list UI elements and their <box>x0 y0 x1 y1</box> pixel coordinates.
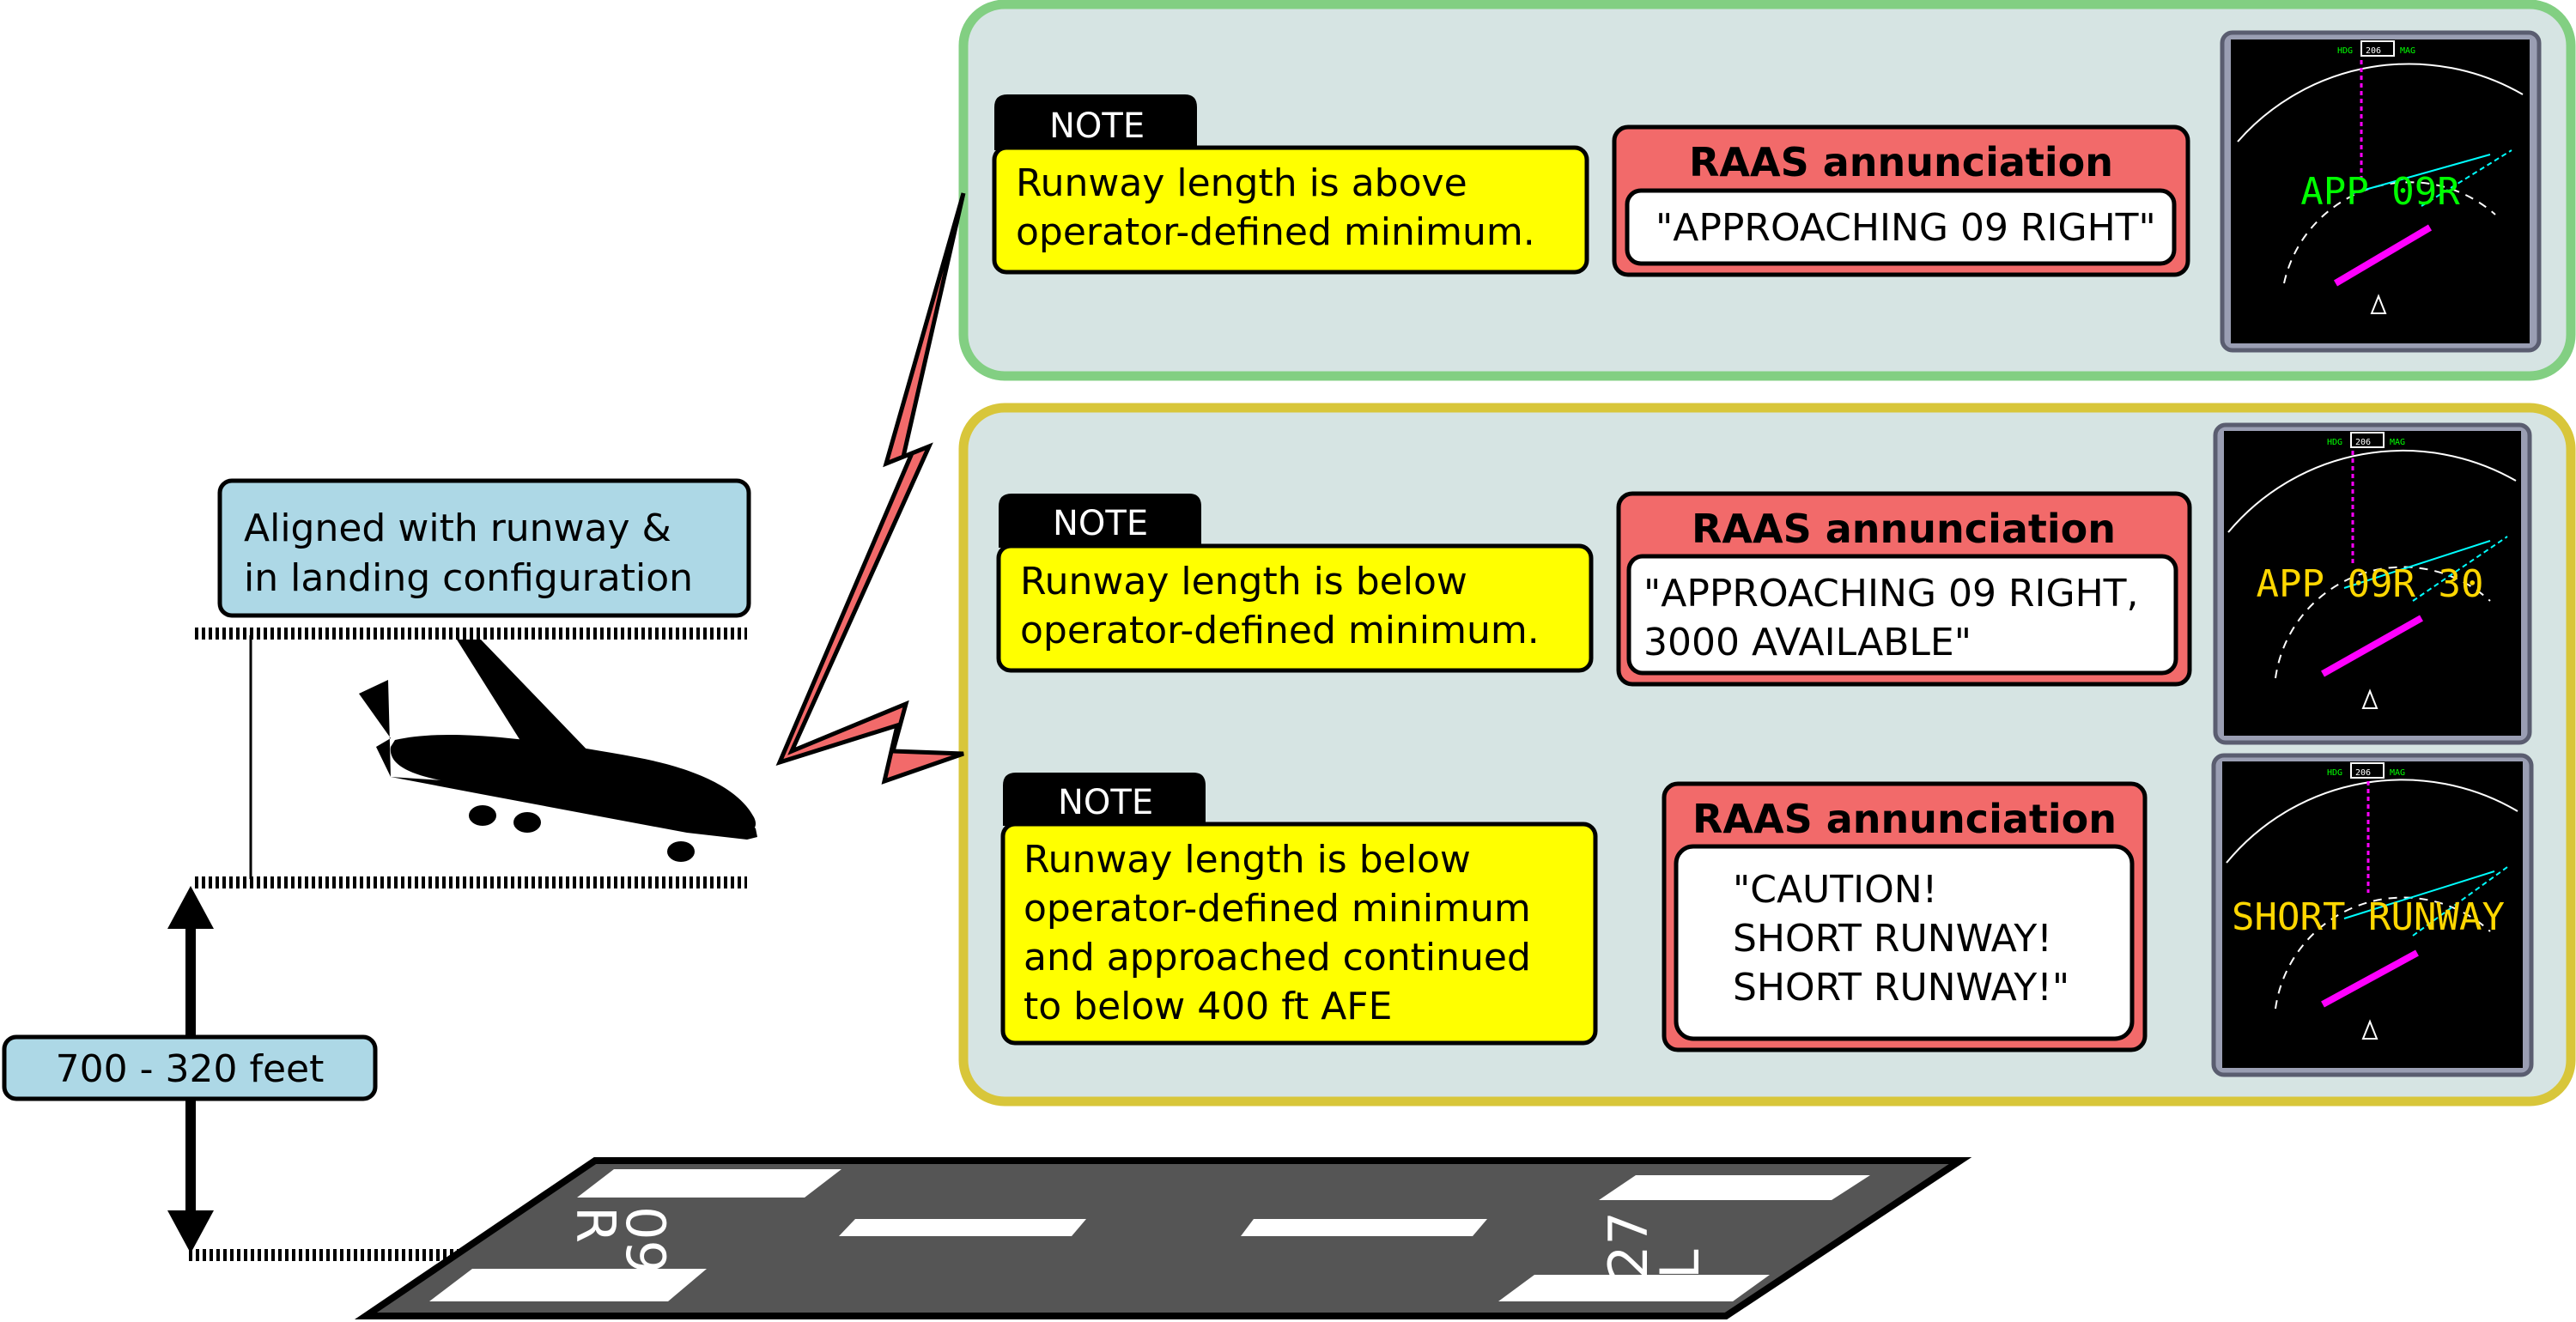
note-1-line-2: operator-defined minimum. <box>1016 210 1535 254</box>
raas-1-line-1: "APPROACHING 09 RIGHT" <box>1656 206 2156 250</box>
note-3-line-3: and approached continued <box>1024 936 1531 979</box>
note-1-tag: NOTE <box>1049 106 1145 146</box>
nd-2-hdg-label: HDG <box>2327 438 2342 447</box>
runway-number-right: 27 <box>1597 1211 1660 1279</box>
runway-letter-right: L <box>1649 1249 1711 1279</box>
nav-display-2: 206 HDG MAG APP 09R 30 <box>2213 422 2532 745</box>
aligned-label-line-1: Aligned with runway & <box>244 506 671 550</box>
nd-3-message: SHORT RUNWAY <box>2232 895 2505 939</box>
altitude-label-box: 700 - 320 feet <box>2 1034 378 1101</box>
runway-letter-left: R <box>564 1206 627 1243</box>
nd-1-message: APP 09R <box>2300 170 2460 214</box>
raas-3-line-1: "CAUTION! <box>1733 868 1937 912</box>
aligned-label-line-2: in landing configuration <box>244 556 693 600</box>
nd-1-heading: 206 <box>2366 46 2381 56</box>
nd-1-mag-label: MAG <box>2400 46 2415 56</box>
note-3-tag: NOTE <box>1058 783 1153 822</box>
note-3-line-4: to below 400 ft AFE <box>1024 985 1392 1028</box>
runway-number-left: 09 <box>614 1206 677 1274</box>
raas-annunciation-1: RAAS annunciation "APPROACHING 09 RIGHT" <box>1612 124 2190 277</box>
note-3-line-1: Runway length is below <box>1024 838 1471 882</box>
nd-3-mag-label: MAG <box>2390 768 2405 778</box>
nd-3-hdg-label: HDG <box>2327 768 2342 778</box>
raas-2-line-1: "APPROACHING 09 RIGHT, <box>1643 572 2139 616</box>
note-2-tag: NOTE <box>1053 504 1148 543</box>
note-2: NOTE Runway length is below operator-def… <box>996 494 1594 673</box>
raas-annunciation-3: RAAS annunciation "CAUTION! SHORT RUNWAY… <box>1662 781 2148 1052</box>
raas-2-title: RAAS annunciation <box>1692 506 2116 552</box>
aligned-label-box: Aligned with runway & in landing configu… <box>217 478 751 618</box>
raas-3-line-3: SHORT RUNWAY!" <box>1733 966 2069 1010</box>
raas-annunciation-2: RAAS annunciation "APPROACHING 09 RIGHT,… <box>1616 491 2192 687</box>
nd-2-heading: 206 <box>2355 438 2371 447</box>
nd-1-hdg-label: HDG <box>2337 46 2353 56</box>
raas-3-title: RAAS annunciation <box>1692 796 2117 842</box>
note-3: NOTE Runway length is below operator-def… <box>1000 773 1598 1046</box>
note-2-line-2: operator-defined minimum. <box>1020 609 1540 652</box>
note-3-line-2: operator-defined minimum <box>1024 887 1531 931</box>
nav-display-1: 206 HDG MAG APP 09R <box>2220 30 2542 353</box>
nd-2-message: APP 09R 30 <box>2257 562 2484 606</box>
note-1: NOTE Runway length is above operator-def… <box>992 94 1589 275</box>
nd-2-mag-label: MAG <box>2390 438 2405 447</box>
raas-1-title: RAAS annunciation <box>1689 139 2113 185</box>
lightning-bolt <box>775 192 966 785</box>
raas-3-line-2: SHORT RUNWAY! <box>1733 917 2052 961</box>
nav-display-3: 206 HDG MAG SHORT RUNWAY <box>2211 753 2534 1077</box>
raas-2-line-2: 3000 AVAILABLE" <box>1643 621 1971 664</box>
altitude-label: 700 - 320 feet <box>56 1047 325 1091</box>
note-1-line-1: Runway length is above <box>1016 161 1467 205</box>
note-2-line-1: Runway length is below <box>1020 560 1467 603</box>
runway: 09 R 27 L <box>354 1157 1972 1319</box>
airplane-landing-icon <box>359 640 757 862</box>
nd-3-heading: 206 <box>2355 768 2371 778</box>
